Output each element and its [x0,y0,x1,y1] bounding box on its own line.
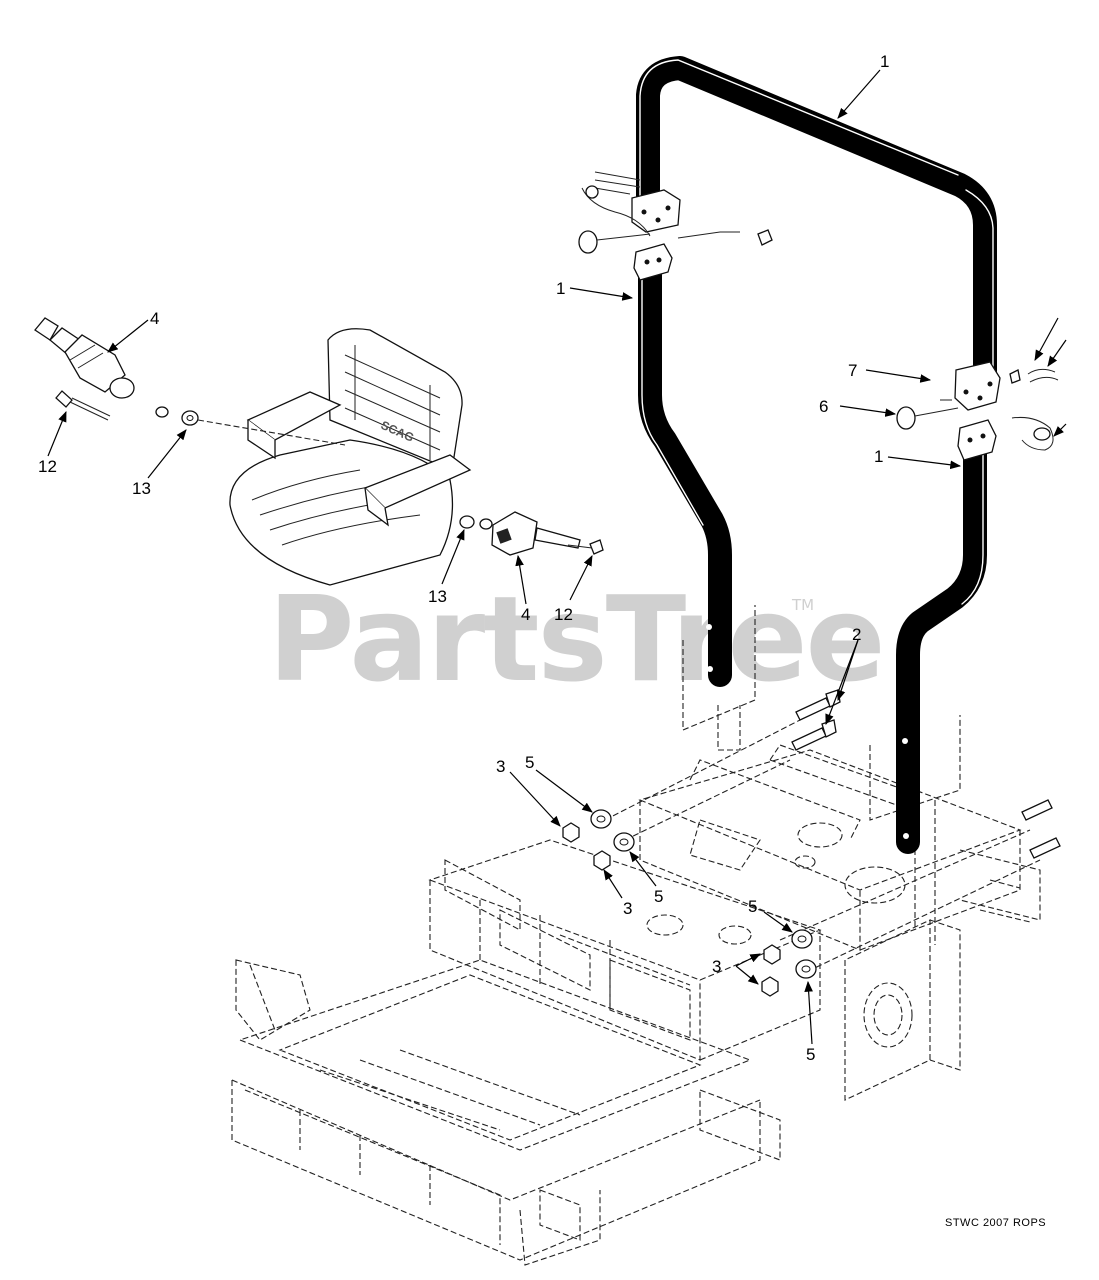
belt-latch-left [34,317,59,341]
buckle-body [491,511,538,556]
seat: SCAG [229,328,472,586]
watermark-trademark: TM [791,596,814,614]
spacer-right [479,518,493,530]
callout-1-left: 1 [556,279,565,298]
seat-belt-hardware [34,317,604,556]
bolt-2-lower [791,727,827,751]
callout-13-right: 13 [428,587,447,606]
callout-7: 7 [848,361,857,380]
retractor-spool [109,377,135,399]
callout-3-c: 3 [712,957,721,976]
callout-5-b: 5 [654,887,663,906]
watermark-brand: PartsTree [268,570,884,708]
knob-6 [896,406,916,430]
rops-lower-left [638,263,732,687]
callout-4-left: 4 [150,309,159,328]
spacer-left [155,406,169,418]
callout-1-top: 1 [880,52,889,71]
callout-5-d: 5 [806,1045,815,1064]
nut-3-d [761,976,779,997]
washer-5-c [791,929,813,949]
callout-3-a: 3 [496,757,505,776]
hinge-lower-right [957,419,997,461]
washer-5-a [590,809,612,829]
washer-13-right [459,515,475,529]
rops-upper-hoop [636,56,997,392]
callout-12-left: 12 [38,457,57,476]
callout-4-right: 4 [521,605,530,624]
callout-13-left: 13 [132,479,151,498]
callout-2: 2 [852,625,861,644]
knob-left [578,230,598,254]
bolt-12-right [589,539,604,555]
watermark: PartsTree TM [268,570,886,708]
callout-5-a: 5 [525,753,534,772]
mower-frame [231,605,1041,1266]
callout-6: 6 [819,397,828,416]
leader-lines [47,69,1067,1045]
hinge-lower-left [633,243,673,281]
callout-labels: 1 1 1 2 3 3 3 4 4 5 5 5 5 6 7 12 12 13 1… [38,52,889,1064]
rops-bars [578,56,1059,854]
callout-3-b: 3 [623,899,632,918]
nut-3-c [763,944,781,965]
nut-3-b [593,850,611,871]
nut-3-a [562,822,580,843]
mounting-hardware [562,689,1061,997]
callout-12-right: 12 [554,605,573,624]
rops-lower-right [896,436,987,854]
hinge-upper-left [631,189,681,233]
callout-5-c: 5 [748,897,757,916]
nut-hinge-left [757,229,773,246]
washer-5-b [613,832,635,852]
callout-1-right: 1 [874,447,883,466]
washer-5-d [795,959,817,979]
retractor-body [64,334,126,393]
diagram-reference-code: STWC 2007 ROPS [945,1217,1046,1229]
hinge-upper-right [954,361,1001,411]
bolt-12-left [55,390,73,408]
